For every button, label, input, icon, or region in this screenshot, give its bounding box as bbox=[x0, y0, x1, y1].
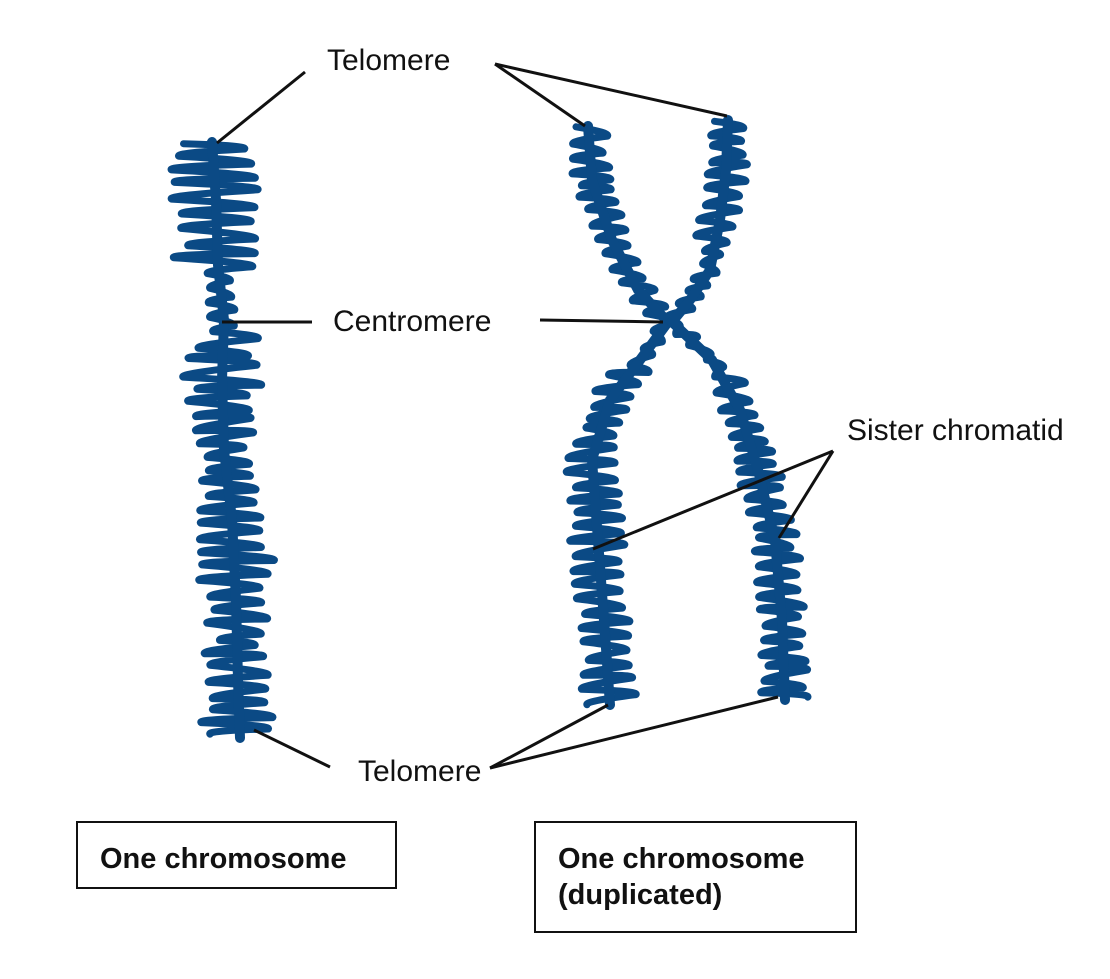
leader-telomere-bottom-right bbox=[489, 695, 779, 770]
caption-box-one-chromosome: One chromosome bbox=[76, 821, 397, 889]
sister-chromatid-left-core bbox=[583, 121, 675, 710]
chromosome-single-core bbox=[207, 137, 245, 743]
sister-chromatid-right-core bbox=[665, 115, 790, 705]
label-sister-chromatid: Sister chromatid bbox=[847, 414, 1064, 447]
leader-sister-right bbox=[777, 450, 835, 539]
sister-chromatid-right bbox=[663, 117, 812, 701]
caption-duplicated-line1: One chromosome bbox=[558, 843, 805, 875]
sister-chromatid-left bbox=[562, 123, 679, 709]
label-telomere-top: Telomere bbox=[327, 44, 451, 77]
leader-telomere-bottom-left bbox=[489, 703, 609, 770]
leader-sister-left bbox=[592, 449, 834, 551]
chromosome-single bbox=[167, 140, 278, 738]
caption-duplicated-line2: (duplicated) bbox=[558, 879, 723, 912]
leader-centromere-duplicated bbox=[539, 318, 664, 324]
leader-telomere-top-single bbox=[216, 70, 306, 145]
leader-telomere-bottom-single bbox=[253, 728, 331, 769]
caption-box-duplicated: One chromosome (duplicated) bbox=[534, 821, 857, 933]
leader-telomere-top-right bbox=[494, 62, 728, 118]
leader-telomere-top-left bbox=[494, 62, 586, 128]
leader-lines bbox=[216, 62, 835, 770]
label-telomere-bottom: Telomere bbox=[358, 755, 482, 788]
caption-one-chromosome: One chromosome bbox=[100, 843, 347, 875]
chromosomes bbox=[167, 115, 812, 743]
label-centromere: Centromere bbox=[333, 305, 492, 338]
